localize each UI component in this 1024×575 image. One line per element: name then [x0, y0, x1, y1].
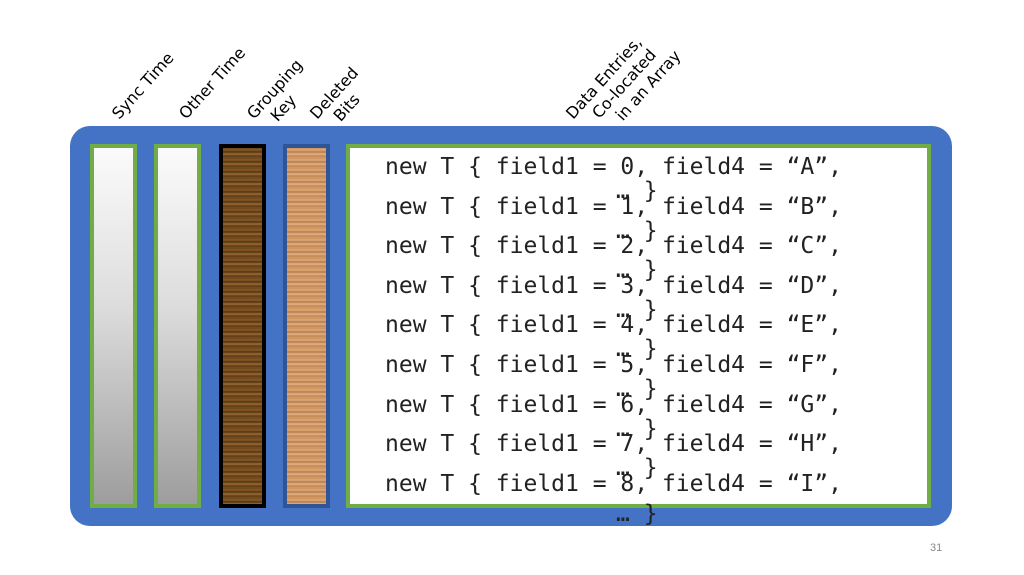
- entry-tail: … }: [616, 178, 658, 204]
- grouping-key-column: [219, 144, 266, 508]
- page-number: 31: [930, 542, 943, 554]
- entry-line: new T { field1 = 8, field4 = “I”,: [385, 471, 842, 497]
- entry-line: new T { field1 = 5, field4 = “F”,: [385, 352, 842, 378]
- entry-tail: … }: [616, 501, 658, 527]
- entry-tail: … }: [616, 257, 658, 283]
- other-time-label: Other Time: [175, 43, 250, 123]
- sync-time-column: [90, 144, 137, 508]
- deleted-bits-label: Deleted Bits: [306, 63, 364, 126]
- entry-line: new T { field1 = 2, field4 = “C”,: [385, 233, 842, 259]
- entry-tail: … }: [616, 336, 658, 362]
- grouping-key-label: Grouping Key: [243, 55, 307, 126]
- entry-tail: … }: [616, 455, 658, 481]
- sync-time-label: Sync Time: [108, 48, 178, 123]
- entry-line: new T { field1 = 4, field4 = “E”,: [385, 312, 842, 338]
- entry-line: new T { field1 = 3, field4 = “D”,: [385, 273, 842, 299]
- entry-line: new T { field1 = 7, field4 = “H”,: [385, 431, 842, 457]
- other-time-column: [154, 144, 201, 508]
- entry-line: new T { field1 = 1, field4 = “B”,: [385, 194, 842, 220]
- entry-tail: … }: [616, 297, 658, 323]
- entry-line: new T { field1 = 6, field4 = “G”,: [385, 392, 842, 418]
- deleted-bits-column: [283, 144, 330, 508]
- entry-line: new T { field1 = 0, field4 = “A”,: [385, 154, 842, 180]
- entry-tail: … }: [616, 376, 658, 402]
- entry-tail: … }: [616, 416, 658, 442]
- data-entries-array: [346, 144, 931, 508]
- entry-tail: … }: [616, 218, 658, 244]
